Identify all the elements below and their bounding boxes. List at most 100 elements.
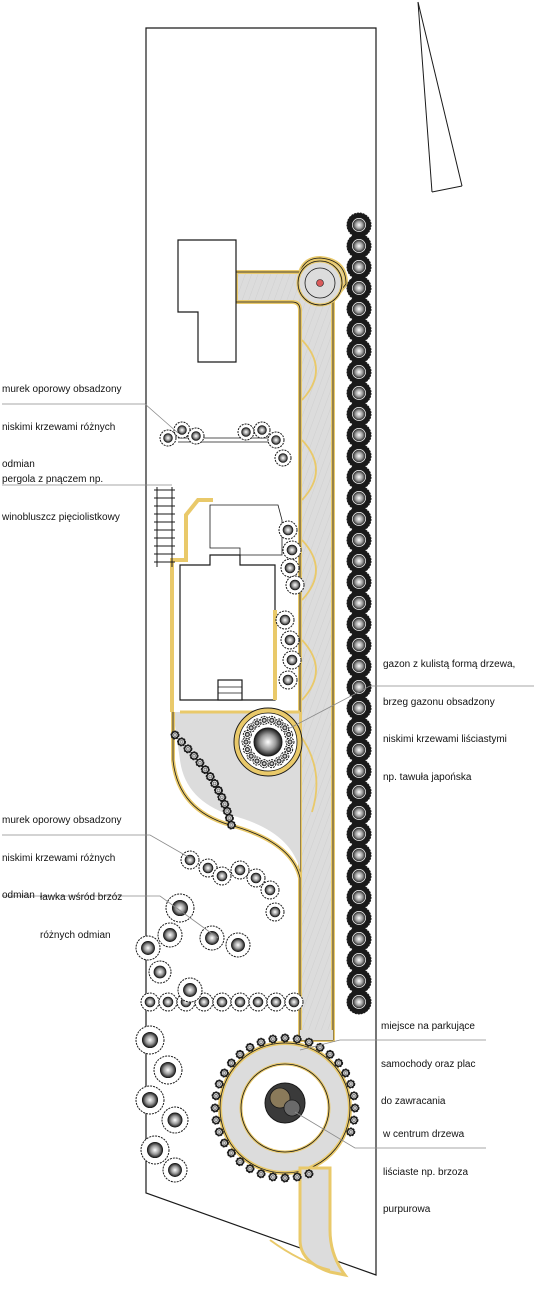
label-tree-center: w centrum drzewa liściaste np. brzoza pu…: [383, 1104, 468, 1229]
parking-turnaround: [210, 1033, 360, 1278]
shrub-symbol-icon: [180, 850, 200, 870]
shrub-symbol-icon: [187, 427, 205, 445]
shrub-symbol-icon: [280, 723, 290, 733]
shrub-symbol-icon: [245, 1164, 255, 1174]
shrub-symbol-icon: [259, 715, 269, 725]
shrub-symbol-icon: [346, 296, 372, 322]
shrub-symbol-icon: [346, 464, 372, 490]
shrub-symbol-icon: [346, 233, 372, 259]
shrub-symbol-icon: [246, 751, 256, 761]
shrub-symbol-icon: [242, 729, 252, 739]
shrub-symbol-icon: [235, 1157, 245, 1167]
shrub-symbol-icon: [346, 779, 372, 805]
label-line: winobluszcz pięciolistkowy: [2, 511, 120, 523]
label-line: samochody oraz plac: [381, 1058, 476, 1070]
shrub-symbol-icon: [346, 212, 372, 238]
shrub-ring: [210, 1033, 360, 1183]
shrub-symbol-icon: [346, 716, 372, 742]
label-line: np. tawuła japońska: [383, 771, 472, 783]
shrub-symbol-icon: [211, 1115, 221, 1125]
shrub-symbol-icon: [282, 540, 302, 560]
retaining-wall-house: [170, 498, 213, 712]
shrub-symbol-icon: [135, 935, 161, 961]
birch-trees: [135, 893, 251, 1183]
shrub-symbol-icon: [280, 1173, 290, 1183]
shrub-symbol-icon: [346, 968, 372, 994]
label-pergola: pergola z pnączem np. winobluszcz pięcio…: [2, 449, 120, 537]
shrub-symbol-icon: [226, 1148, 236, 1158]
house-extension-outline: [209, 504, 283, 556]
shrub-symbol-icon: [148, 960, 172, 984]
label-line: niskimi krzewami różnych: [2, 421, 116, 433]
deciduous-tree-icon: [253, 727, 283, 757]
shrub-symbol-icon: [246, 868, 266, 888]
shrub-symbol-icon: [334, 1058, 344, 1068]
shrub-symbol-icon: [346, 359, 372, 385]
shrub-symbol-icon: [140, 1135, 170, 1165]
shrub-symbol-icon: [280, 751, 290, 761]
shrub-symbol-icon: [237, 423, 255, 441]
shrub-plantings: [140, 212, 372, 1015]
shrub-symbol-icon: [346, 317, 372, 343]
shrub-symbol-icon: [210, 778, 220, 788]
shrub-symbol-icon: [325, 1049, 335, 1059]
shrub-symbol-icon: [284, 745, 294, 755]
shrub-symbol-icon: [230, 992, 250, 1012]
shrub-symbol-icon: [253, 421, 271, 439]
shrub-symbol-icon: [226, 820, 236, 830]
shrub-symbol-icon: [241, 737, 251, 747]
shrub-symbol-icon: [346, 422, 372, 448]
shrub-symbol-icon: [252, 756, 262, 766]
shrub-symbol-icon: [252, 718, 262, 728]
shrub-symbol-icon: [268, 1172, 278, 1182]
shrub-symbol-icon: [235, 1049, 245, 1059]
label-gazon: gazon z kulistą formą drzewa, brzeg gazo…: [383, 634, 515, 797]
gazon: [233, 707, 303, 777]
plot-boundary: [145, 27, 377, 1276]
shrub-symbol-icon: [346, 485, 372, 511]
label-line: miejsce na parkujące: [381, 1021, 475, 1032]
shrub-symbol-icon: [211, 1091, 221, 1101]
shrub-symbol-icon: [161, 1106, 189, 1134]
shrub-symbol-icon: [284, 729, 294, 739]
shrub-symbol-icon: [212, 866, 232, 886]
shrub-symbol-icon: [162, 1157, 188, 1183]
label-line: niskimi krzewami różnych: [2, 852, 116, 864]
shrub-symbol-icon: [278, 520, 298, 540]
shrub-symbol-icon: [205, 772, 215, 782]
shrub-symbol-icon: [346, 863, 372, 889]
shrub-symbol-icon: [183, 744, 193, 754]
shrub-symbol-icon: [153, 1055, 183, 1085]
shrub-symbol-icon: [346, 443, 372, 469]
leader-lines: [2, 403, 534, 1149]
label-line: pergola z pnączem np.: [2, 474, 104, 485]
shrub-symbol-icon: [158, 992, 178, 1012]
shrub-symbol-icon: [346, 401, 372, 427]
deciduous-tree-icon: [264, 1082, 306, 1124]
pergola: [154, 487, 175, 567]
label-retaining-wall-top: murek oporowy obsadzony niskimi krzewami…: [2, 359, 122, 484]
shrub-symbol-icon: [346, 947, 372, 973]
label-line: odmian: [2, 890, 35, 901]
shrub-symbol-icon: [346, 1127, 356, 1137]
shrub-symbol-icon: [349, 1091, 359, 1101]
shrub-symbol-icon: [226, 1058, 236, 1068]
shrub-symbol-icon: [274, 449, 292, 467]
label-line: murek oporowy obsadzony: [2, 384, 122, 395]
shrub-symbol-icon: [275, 610, 295, 630]
shrub-symbol-icon: [157, 922, 183, 948]
shrub-symbol-icon: [346, 926, 372, 952]
house: [179, 554, 276, 701]
shrub-symbol-icon: [346, 611, 372, 637]
shrub-symbol-icon: [246, 723, 256, 733]
shrub-symbol-icon: [219, 1138, 229, 1148]
label-line: purpurowa: [383, 1204, 431, 1215]
shrub-symbol-icon: [346, 842, 372, 868]
shrub-symbol-icon: [274, 718, 284, 728]
shrub-symbol-icon: [315, 1042, 325, 1052]
shrub-symbol-icon: [346, 338, 372, 364]
shrub-symbol-icon: [282, 650, 302, 670]
shrub-symbol-icon: [341, 1068, 351, 1078]
label-retaining-wall-bottom: murek oporowy obsadzony niskimi krzewami…: [2, 790, 122, 915]
